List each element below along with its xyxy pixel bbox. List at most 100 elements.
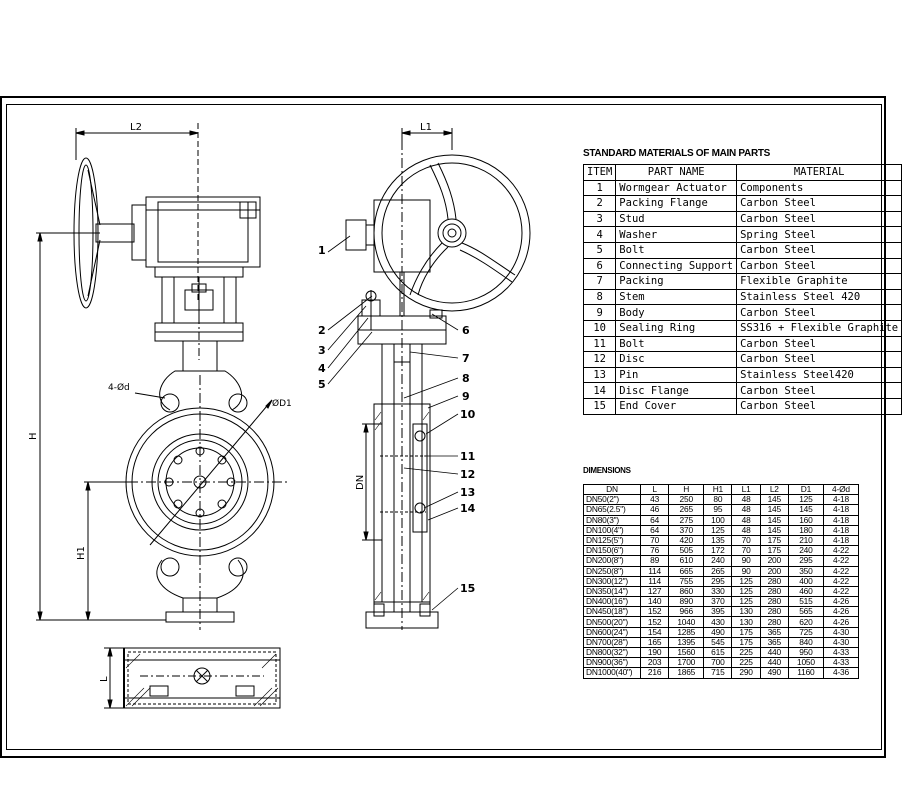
dimensions-cell: 1050 <box>787 657 824 669</box>
materials-part-cell: Stud <box>615 210 738 228</box>
dimensions-cell: 490 <box>759 667 789 679</box>
dimensions-cell: 127 <box>639 585 670 598</box>
dimensions-cell: 615 <box>703 646 733 659</box>
dimensions-cell: 280 <box>759 616 789 628</box>
dimensions-cell: 210 <box>787 534 824 547</box>
dimensions-cell: 665 <box>668 565 705 577</box>
dimensions-cell: DN125(5") <box>583 534 641 547</box>
callout-3: 3 <box>318 344 326 357</box>
dimensions-cell: 70 <box>731 545 761 557</box>
dimensions-cell: 125 <box>787 494 824 506</box>
dim-label-l2: L2 <box>130 122 142 133</box>
dimensions-title: DIMENSIONS <box>583 466 631 475</box>
dimensions-cell: DN600(24") <box>583 626 641 638</box>
dimensions-cell: 4-30 <box>822 636 860 649</box>
dimensions-cell: 200 <box>759 565 789 577</box>
dimensions-cell: 175 <box>759 545 789 557</box>
dimensions-cell: 280 <box>759 575 789 587</box>
materials-material-cell: Components <box>736 179 902 197</box>
materials-part-cell: Bolt <box>615 241 738 259</box>
dimensions-cell: 114 <box>639 565 670 577</box>
materials-item-cell: 6 <box>582 257 617 275</box>
materials-material-cell: Carbon Steel <box>736 351 902 368</box>
materials-header-item: ITEM <box>582 164 617 181</box>
dimensions-cell: 240 <box>703 555 733 567</box>
dimensions-cell: DN900(36") <box>583 657 641 669</box>
dimensions-cell: 4-18 <box>822 524 860 536</box>
bottom-view: L <box>99 647 281 709</box>
dimensions-cell: 4-18 <box>822 504 860 516</box>
materials-material-cell: Carbon Steel <box>736 257 902 275</box>
dimensions-header-cell: 4-Ød <box>822 483 860 496</box>
dimensions-cell: 1865 <box>668 667 705 679</box>
dimensions-cell: 490 <box>703 626 733 638</box>
dimensions-cell: 1040 <box>668 616 705 628</box>
dimensions-cell: 265 <box>703 565 733 577</box>
materials-header-material: MATERIAL <box>736 164 902 181</box>
dimensions-cell: 130 <box>731 606 761 618</box>
dimensions-cell: 48 <box>731 514 761 526</box>
dimensions-cell: DN350(14") <box>583 585 641 598</box>
dimensions-cell: 440 <box>759 646 789 659</box>
materials-header-row: ITEM PART NAME MATERIAL <box>582 164 902 181</box>
dim-label-l: L <box>99 676 110 682</box>
dim-label-dn: DN <box>355 475 366 490</box>
materials-part-cell: Stem <box>615 288 738 306</box>
materials-item-cell: 11 <box>582 335 617 353</box>
materials-item-cell: 13 <box>582 366 617 384</box>
materials-material-cell: Stainless Steel 420 <box>736 288 902 306</box>
dimensions-cell: 295 <box>703 575 733 587</box>
dimensions-cell: 440 <box>759 657 789 669</box>
dimensions-cell: DN80(3") <box>583 514 641 526</box>
materials-material-cell: Carbon Steel <box>736 335 902 353</box>
dimensions-cell: 200 <box>759 555 789 567</box>
dimensions-cell: DN500(20") <box>583 616 641 628</box>
dimensions-cell: 430 <box>703 616 733 628</box>
dimensions-cell: DN450(18") <box>583 606 641 618</box>
dimensions-cell: 700 <box>703 657 733 669</box>
dimensions-header-cell: L1 <box>731 483 761 496</box>
dimensions-cell: DN150(6") <box>583 545 641 557</box>
dimensions-cell: 1285 <box>668 626 705 638</box>
dimensions-cell: 125 <box>731 575 761 587</box>
dimensions-cell: 4-18 <box>822 514 860 526</box>
dimensions-cell: 4-26 <box>822 596 860 608</box>
dimensions-header-cell: D1 <box>787 483 824 496</box>
dimensions-header-cell: L2 <box>759 483 789 496</box>
dimensions-cell: 76 <box>639 545 670 557</box>
dimensions-cell: 152 <box>639 616 670 628</box>
dimensions-cell: 725 <box>787 626 824 638</box>
dimensions-cell: DN400(16") <box>583 596 641 608</box>
materials-item-cell: 10 <box>582 319 617 337</box>
drawing-inner-frame <box>6 104 882 750</box>
dimensions-cell: 125 <box>731 596 761 608</box>
dimensions-cell: 280 <box>759 606 789 618</box>
dimensions-cell: 4-30 <box>822 626 860 638</box>
dimensions-cell: 4-22 <box>822 575 860 587</box>
dimensions-cell: 515 <box>787 596 824 608</box>
materials-item-cell: 5 <box>582 241 617 259</box>
dimensions-cell: 48 <box>731 494 761 506</box>
materials-part-cell: Pin <box>615 366 738 384</box>
dimensions-cell: 755 <box>668 575 705 587</box>
dimensions-cell: DN50(2") <box>583 494 641 506</box>
materials-material-cell: Carbon Steel <box>736 397 902 415</box>
materials-item-cell: 1 <box>582 179 617 197</box>
dimensions-cell: 1160 <box>787 667 824 679</box>
dimensions-cell: 565 <box>787 606 824 618</box>
